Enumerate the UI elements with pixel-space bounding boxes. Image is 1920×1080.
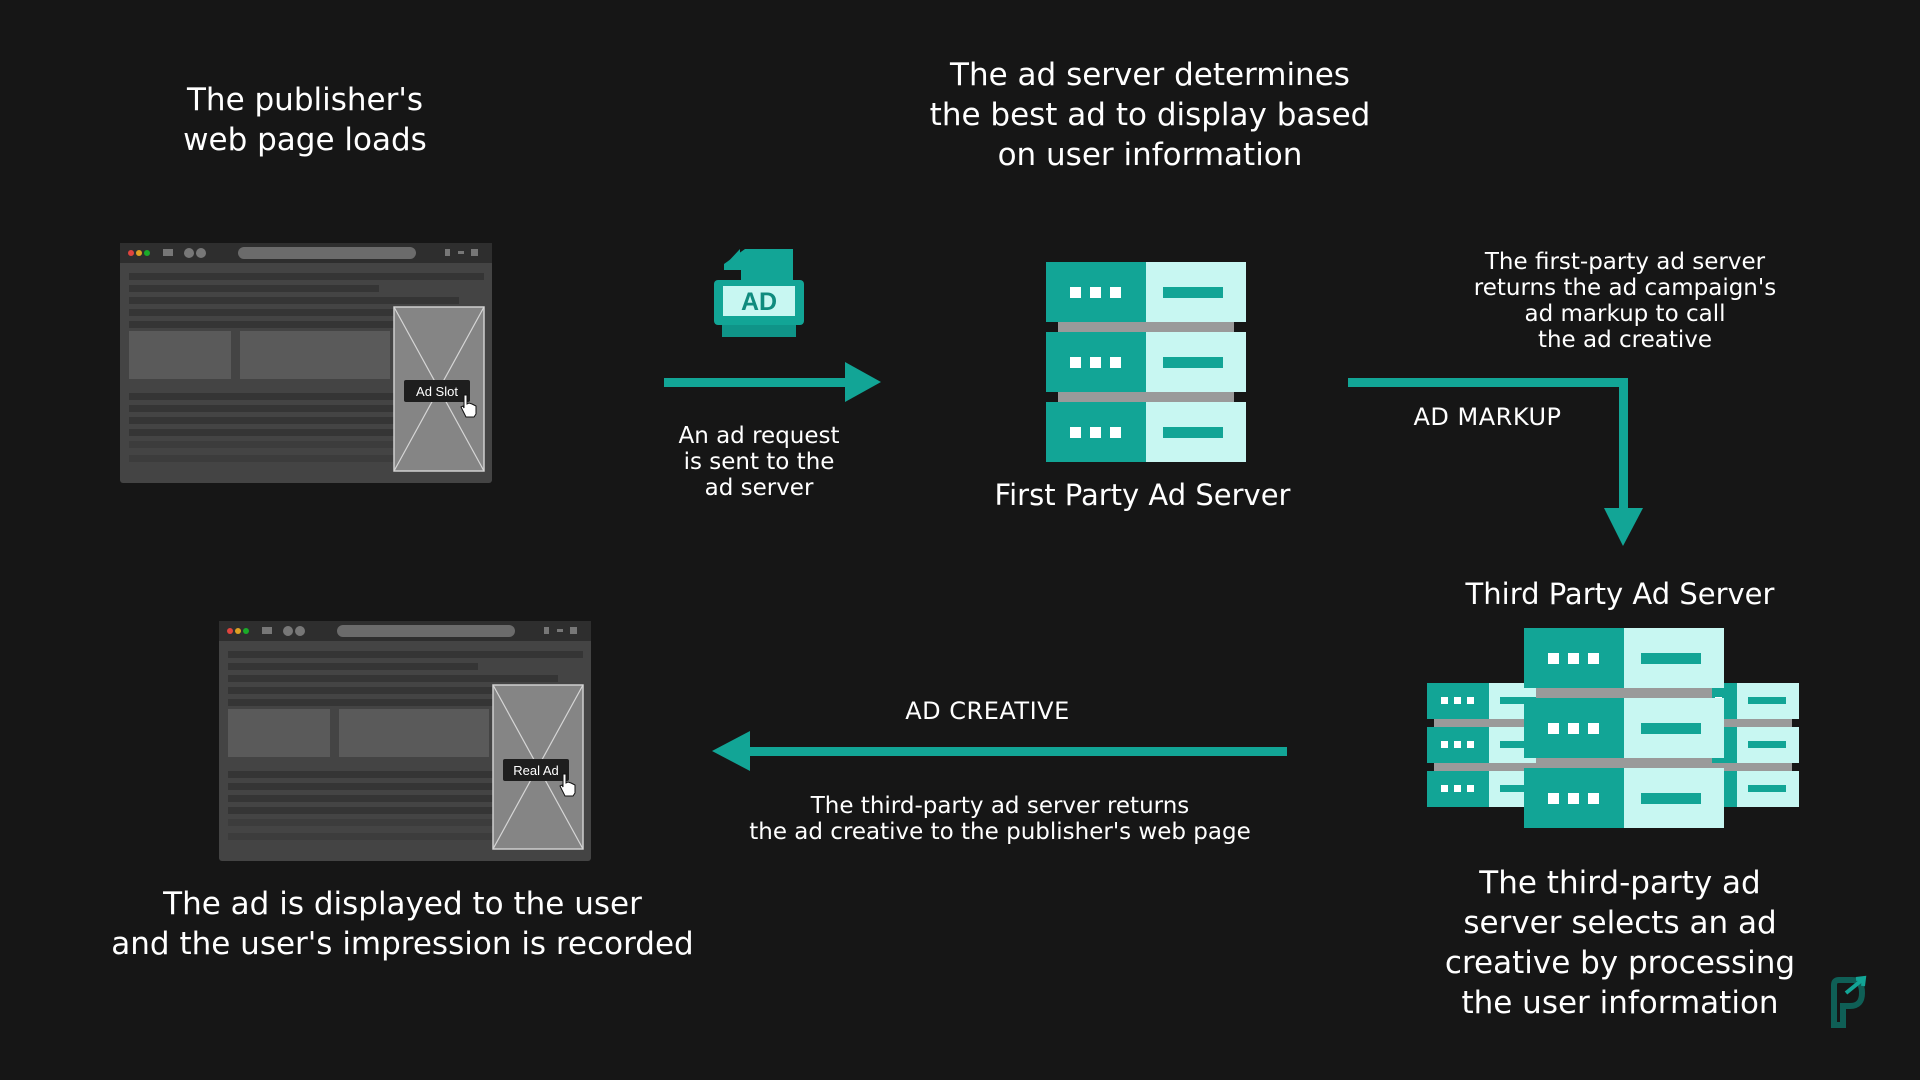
step-third-party-selects: The third-party ad server selects an ad … [1444,865,1796,1021]
label-ad-markup: AD MARKUP [1413,403,1562,431]
real-ad-label: Real Ad [513,763,559,778]
first-party-server-icon [1046,262,1246,462]
step-page-loads: The publisher's web page loads [183,82,427,158]
third-party-server-label: Third Party Ad Server [1465,577,1775,611]
step-ad-displayed: The ad is displayed to the user and the … [111,886,694,962]
ad-creative-arrow [712,731,1287,771]
label-creative-return: The third-party ad server returns the ad… [749,793,1251,845]
ad-document-icon: AD [714,249,804,337]
displayed-ad-browser-mock: Real Ad [218,620,592,862]
ad-markup-arrow [1348,378,1643,546]
publisher-browser-mock: Ad Slot [119,242,493,484]
ad-slot-tag [404,380,470,402]
ad-request-arrow [664,362,881,402]
step-first-party-returns: The first-party ad server returns the ad… [1473,249,1777,353]
label-ad-creative: AD CREATIVE [905,697,1070,725]
ad-slot-label: Ad Slot [416,384,458,399]
svg-text:AD: AD [741,288,777,316]
first-party-server-label: First Party Ad Server [994,478,1291,512]
step-ad-server-determines: The ad server determines the best ad to … [929,57,1371,173]
brand-logo-icon [1831,975,1867,1028]
third-party-server-icon [1427,628,1799,828]
real-ad-tag [503,759,569,781]
label-ad-request: An ad request is sent to the ad server [678,423,840,501]
